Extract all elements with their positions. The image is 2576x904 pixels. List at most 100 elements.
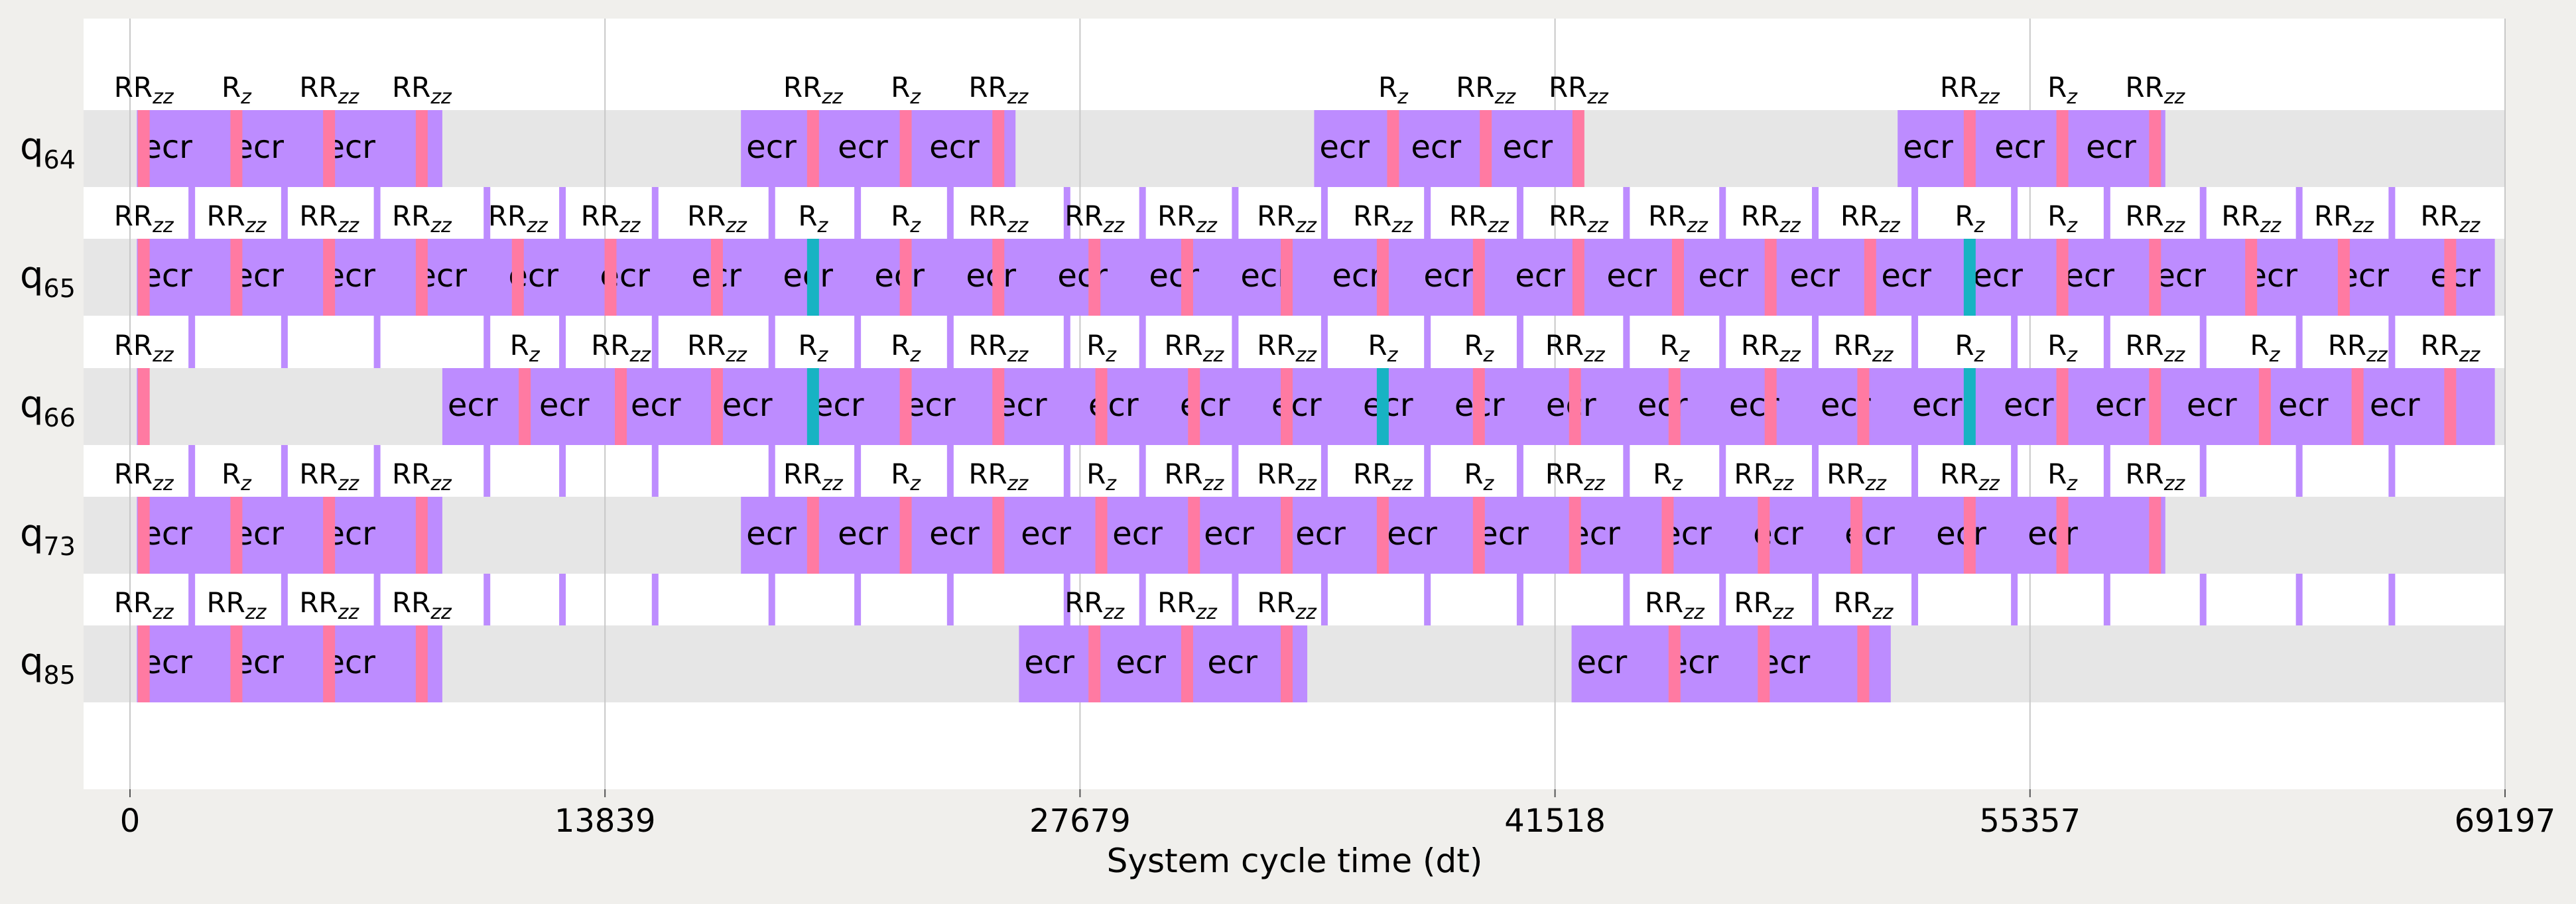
rz-gate bbox=[230, 625, 243, 702]
ecr-link bbox=[651, 445, 659, 497]
ecr-link bbox=[1232, 187, 1239, 239]
ecr-link bbox=[2103, 445, 2110, 497]
rz-gate bbox=[1764, 239, 1777, 316]
ecr-gate-label: ecr bbox=[929, 515, 980, 552]
rz-gate-label: RRzz bbox=[2221, 200, 2282, 237]
rz-gate-label: RRzz bbox=[1164, 329, 1224, 367]
ecr-gate-label: ecr bbox=[142, 644, 192, 681]
rz-gate bbox=[1963, 497, 1976, 574]
ecr-gate-label: ecr bbox=[838, 515, 888, 552]
ecr-gate-label: ecr bbox=[2028, 515, 2078, 552]
rz-gate bbox=[137, 497, 150, 574]
rz-gate bbox=[1668, 625, 1681, 702]
rz-gate-label: Rz bbox=[891, 200, 921, 237]
ecr-link bbox=[651, 316, 659, 368]
ecr-gate-label: ecr bbox=[142, 515, 192, 552]
ecr-gate-label: ecr bbox=[631, 387, 681, 424]
rz-gate bbox=[1857, 368, 1870, 445]
ecr-link bbox=[2199, 187, 2207, 239]
ecr-link bbox=[854, 445, 862, 497]
rz-gate bbox=[1671, 239, 1684, 316]
ecr-link bbox=[2388, 316, 2396, 368]
ecr-link bbox=[373, 574, 381, 625]
rz-gate-label: RRzz bbox=[687, 200, 747, 237]
ecr-gate-label: ecr bbox=[746, 129, 797, 166]
ecr-link bbox=[1516, 574, 1523, 625]
ecr-gate bbox=[741, 110, 1016, 187]
rz-gate-label: RRzz bbox=[1648, 200, 1708, 237]
ecr-link bbox=[559, 445, 566, 497]
ecr-link bbox=[768, 445, 775, 497]
x-tick-label: 41518 bbox=[1504, 803, 1606, 840]
ecr-gate-label: ecr bbox=[1478, 515, 1529, 552]
rz-gate bbox=[2056, 239, 2069, 316]
rz-gate-label: RRzz bbox=[1741, 329, 1801, 367]
rz-gate-label: RRzz bbox=[114, 458, 174, 495]
rz-gate-label: RRzz bbox=[1064, 586, 1125, 624]
rz-gate-label: RRzz bbox=[206, 200, 267, 237]
ecr-link bbox=[188, 316, 196, 368]
rz-gate bbox=[1281, 625, 1293, 702]
rz-gate-label: Rz bbox=[222, 458, 252, 495]
rz-gate-label: Rz bbox=[1464, 458, 1494, 495]
ecr-link bbox=[768, 187, 775, 239]
rz-gate bbox=[1181, 239, 1193, 316]
ecr-gate-label: ecr bbox=[874, 257, 925, 294]
ecr-gate-label: ecr bbox=[1903, 129, 1953, 166]
rz-gate bbox=[1864, 239, 1876, 316]
ecr-link bbox=[1623, 187, 1630, 239]
ecr-link bbox=[1320, 187, 1328, 239]
ecr-gate-label: ecr bbox=[1972, 257, 2023, 294]
ecr-link bbox=[1063, 187, 1070, 239]
ecr-link bbox=[188, 187, 196, 239]
ecr-link bbox=[2295, 187, 2303, 239]
ecr-link bbox=[559, 187, 566, 239]
ecr-link bbox=[1063, 574, 1070, 625]
ecr-gate-label: ecr bbox=[1606, 257, 1657, 294]
rz-gate-label: RRzz bbox=[783, 71, 844, 109]
rz-gate-label: Rz bbox=[798, 329, 828, 367]
rz-gate bbox=[1472, 368, 1485, 445]
rz-gate-label: RRzz bbox=[1734, 586, 1794, 624]
ecr-link bbox=[1911, 445, 1919, 497]
rz-gate-label: Rz bbox=[1086, 329, 1117, 367]
rz-gate-label: Rz bbox=[891, 71, 921, 109]
rz-gate-label: Rz bbox=[1955, 329, 1985, 367]
ecr-gate-label: ecr bbox=[997, 387, 1047, 424]
rz-gate bbox=[1850, 497, 1863, 574]
ecr-link bbox=[1719, 187, 1726, 239]
rz-gate-label: RRzz bbox=[299, 71, 359, 109]
x-tick-label: 27679 bbox=[1029, 803, 1131, 840]
ecr-link bbox=[2199, 574, 2207, 625]
ecr-link bbox=[1232, 574, 1239, 625]
rz-gate-label: Rz bbox=[1653, 458, 1683, 495]
ecr-link bbox=[1623, 316, 1630, 368]
rz-gate-label: RRzz bbox=[1741, 200, 1801, 237]
rz-gate bbox=[323, 625, 336, 702]
rz-gate bbox=[2149, 239, 2161, 316]
rz-gate bbox=[511, 239, 524, 316]
rz-gate-label: Rz bbox=[1464, 329, 1494, 367]
ecr-link bbox=[1516, 187, 1523, 239]
rz-gate bbox=[604, 239, 617, 316]
rz-gate-label: Rz bbox=[222, 71, 252, 109]
rz-gate bbox=[1281, 368, 1293, 445]
rz-gate-label: RRzz bbox=[2314, 200, 2374, 237]
ecr-gate-label: ecr bbox=[1936, 515, 1986, 552]
ecr-link bbox=[1911, 316, 1919, 368]
rz-gate-label: RRzz bbox=[1833, 586, 1894, 624]
rz-gate bbox=[137, 625, 150, 702]
ecr-link bbox=[854, 574, 862, 625]
rz-gate bbox=[615, 368, 627, 445]
rz-gate bbox=[1472, 239, 1485, 316]
ecr-gate-label: ecr bbox=[1024, 644, 1074, 681]
rz-gate-label: RRzz bbox=[2328, 329, 2388, 367]
ecr-gate bbox=[137, 497, 442, 574]
ecr-link bbox=[1719, 574, 1726, 625]
ecr-link bbox=[1811, 316, 1819, 368]
rz-gate bbox=[2337, 239, 2350, 316]
ecr-gate-label: ecr bbox=[1515, 257, 1565, 294]
ecr-link bbox=[1811, 445, 1819, 497]
rz-gate bbox=[710, 239, 723, 316]
ecr-link bbox=[188, 445, 196, 497]
